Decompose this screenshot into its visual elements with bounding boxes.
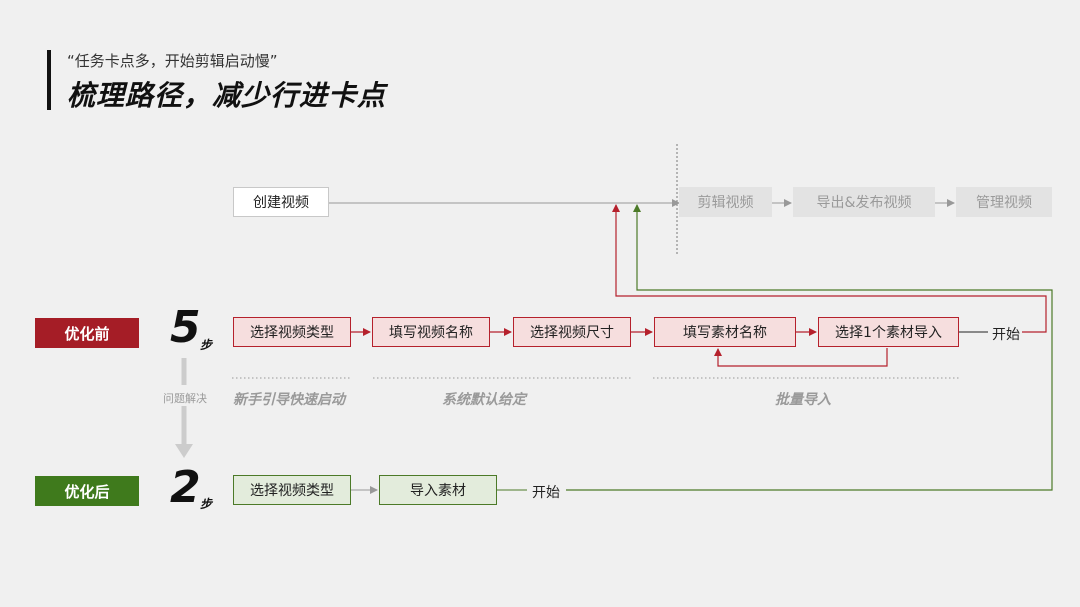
after-end-label: 开始 (532, 485, 560, 501)
page-subtitle: “任务卡点多，开始剪辑启动慢” (67, 52, 278, 70)
before-step-count: 5 (170, 302, 201, 353)
before-step-3: 选择视频尺寸 (513, 317, 631, 347)
solution-batch-import: 批量导入 (775, 392, 831, 408)
problem-solved-label: 问题解决 (163, 392, 207, 405)
before-step-2: 填写视频名称 (372, 317, 490, 347)
transition-arrow-head (175, 444, 193, 458)
edit-video-box: 剪辑视频 (679, 187, 772, 217)
green-return-line (566, 204, 1053, 491)
before-tag: 优化前 (35, 318, 139, 348)
before-step-5: 选择1个素材导入 (818, 317, 959, 347)
after-step-1: 选择视频类型 (233, 475, 351, 505)
after-step-2: 导入素材 (379, 475, 497, 505)
page-title: 梳理路径，减少行进卡点 (67, 79, 387, 112)
create-video-box: 创建视频 (233, 187, 329, 217)
before-step-4: 填写素材名称 (654, 317, 796, 347)
before-step-1: 选择视频类型 (233, 317, 351, 347)
after-step-unit: 步 (200, 497, 213, 511)
solution-default: 系统默认给定 (442, 392, 526, 408)
export-publish-box: 导出&发布视频 (793, 187, 935, 217)
after-tag: 优化后 (35, 476, 139, 506)
red-loop-arrow (714, 348, 888, 367)
before-step-unit: 步 (200, 338, 213, 352)
solution-guide: 新手引导快速启动 (233, 392, 345, 408)
after-step-count: 2 (170, 462, 201, 513)
manage-video-box: 管理视频 (956, 187, 1052, 217)
before-end-label: 开始 (992, 327, 1020, 343)
red-return-line (612, 204, 1047, 333)
title-accent-bar (47, 50, 51, 110)
